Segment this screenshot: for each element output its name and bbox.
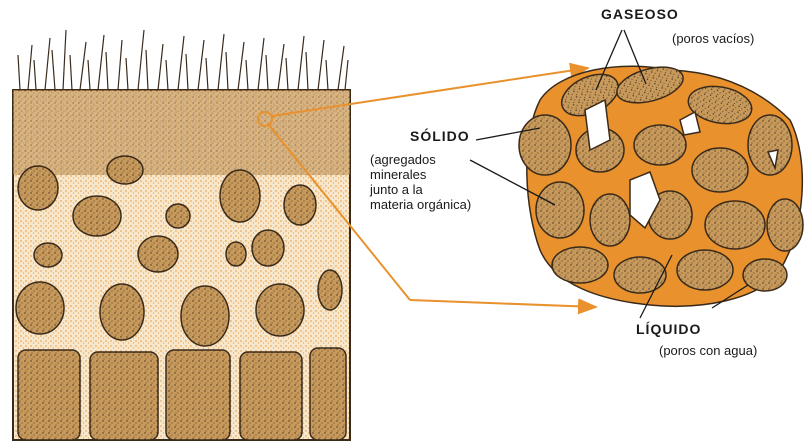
label-solido: SÓLIDO (410, 128, 470, 144)
label-solido-desc: (agregados minerales junto a la materia … (370, 153, 471, 213)
soil-profile (13, 30, 350, 440)
aggregate-cluster (519, 61, 803, 306)
label-gaseoso-desc: (poros vacíos) (672, 32, 754, 47)
grass (18, 30, 348, 90)
label-liquido-desc: (poros con agua) (659, 344, 757, 359)
label-liquido: LÍQUIDO (636, 321, 701, 337)
label-gaseoso: GASEOSO (601, 6, 679, 22)
